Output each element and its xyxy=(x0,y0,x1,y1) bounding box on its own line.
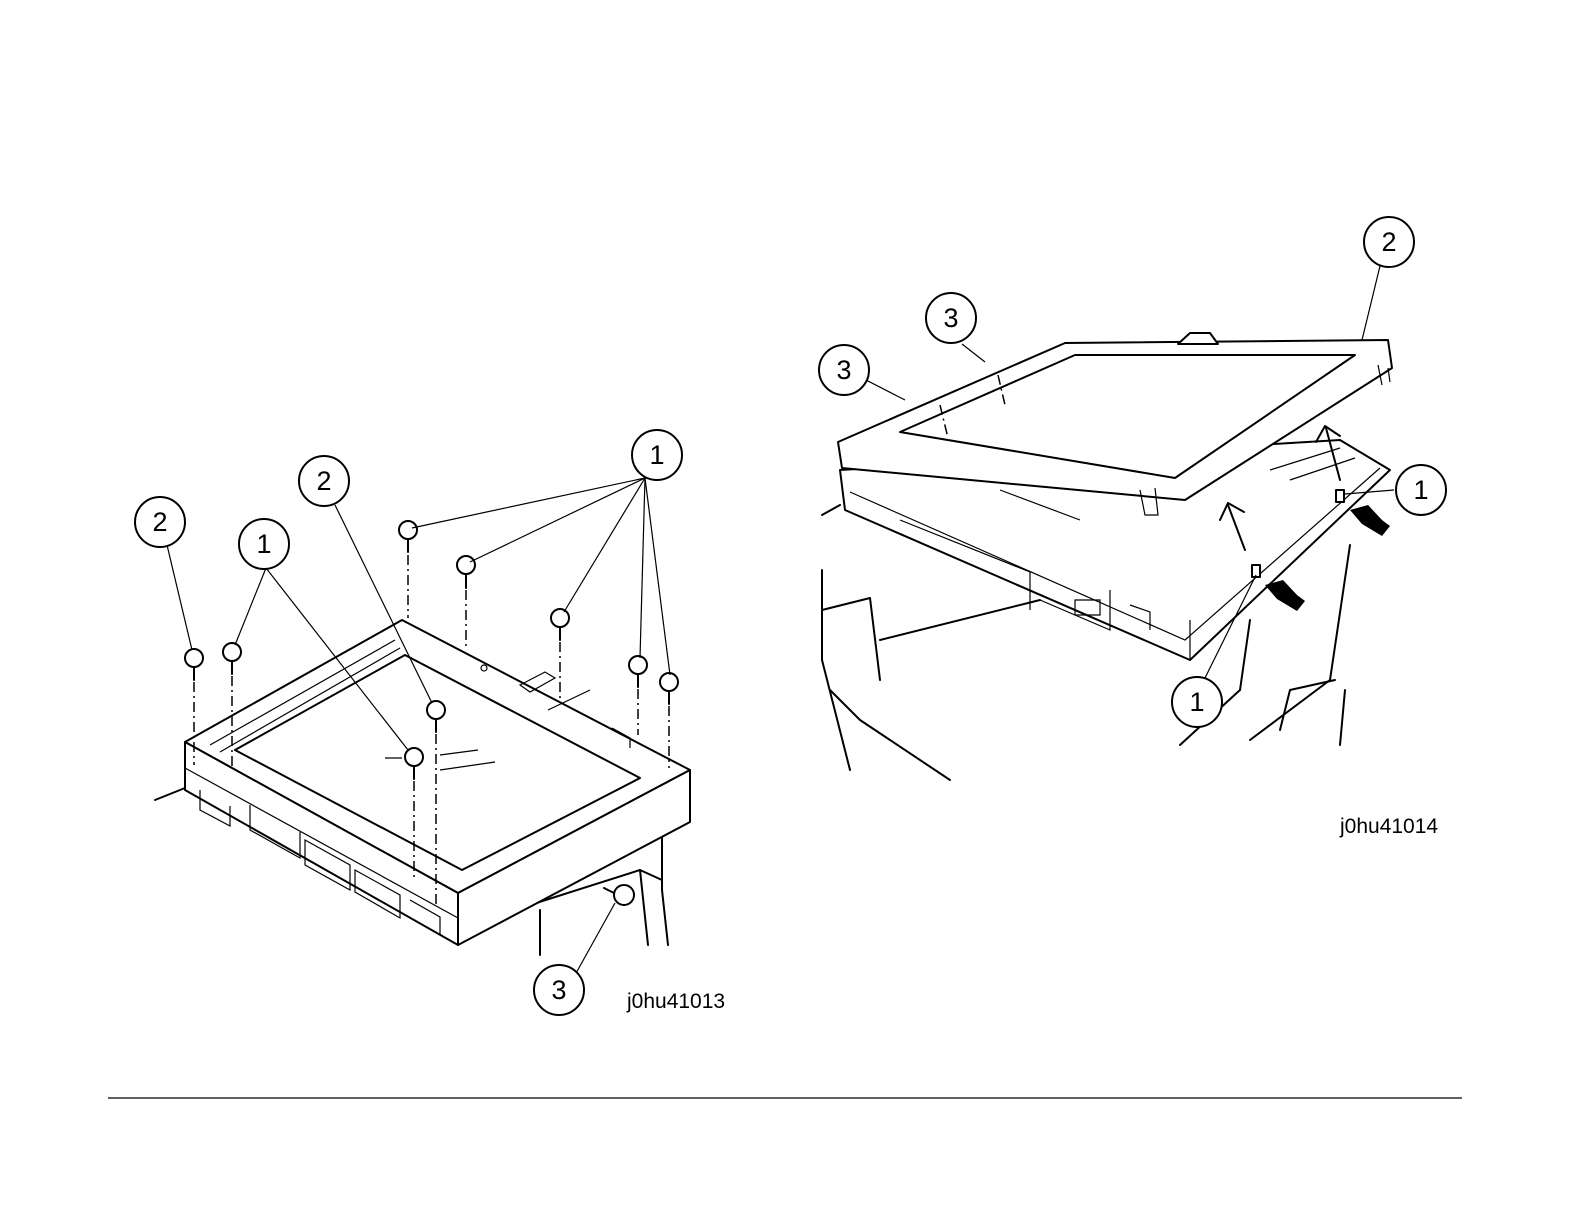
knob-icon xyxy=(604,885,634,905)
callout-2-mid: 2 xyxy=(299,456,349,506)
svg-text:1: 1 xyxy=(256,529,271,559)
screw-icon xyxy=(660,673,678,704)
callout-3-right-left: 3 xyxy=(819,345,869,395)
callout-1-right-bottom: 1 xyxy=(1172,677,1222,727)
svg-text:2: 2 xyxy=(1381,227,1396,257)
screw-icon xyxy=(223,643,241,674)
figure-id-left: j0hu41013 xyxy=(626,990,725,1013)
callout-1-top: 1 xyxy=(632,430,682,480)
callout-1-right: 1 xyxy=(1396,465,1446,515)
screw-icon xyxy=(629,656,647,687)
svg-text:1: 1 xyxy=(649,440,664,470)
figure-id-right: j0hu41014 xyxy=(1339,815,1438,838)
callout-2-right: 2 xyxy=(1364,217,1414,267)
right-figure: 2 3 3 1 1 j0hu41014 xyxy=(819,217,1446,838)
latch-icon xyxy=(1336,490,1344,502)
left-figure: 1 2 2 1 3 j0hu41013 xyxy=(135,430,725,1015)
push-arrow-icon xyxy=(1265,580,1305,611)
svg-text:2: 2 xyxy=(316,466,331,496)
screw-icon xyxy=(185,649,203,680)
callout-3-bottom: 3 xyxy=(534,965,584,1015)
screw-icon xyxy=(551,609,569,640)
svg-text:3: 3 xyxy=(943,303,958,333)
callout-2-left: 2 xyxy=(135,497,185,547)
screw-icon xyxy=(399,521,417,552)
callout-1-left: 1 xyxy=(239,519,289,569)
callout-3-right-top: 3 xyxy=(926,293,976,343)
push-arrow-icon xyxy=(1350,505,1390,536)
svg-text:1: 1 xyxy=(1413,475,1428,505)
svg-text:3: 3 xyxy=(551,975,566,1005)
svg-text:3: 3 xyxy=(836,355,851,385)
svg-text:2: 2 xyxy=(152,507,167,537)
svg-text:1: 1 xyxy=(1189,687,1204,717)
